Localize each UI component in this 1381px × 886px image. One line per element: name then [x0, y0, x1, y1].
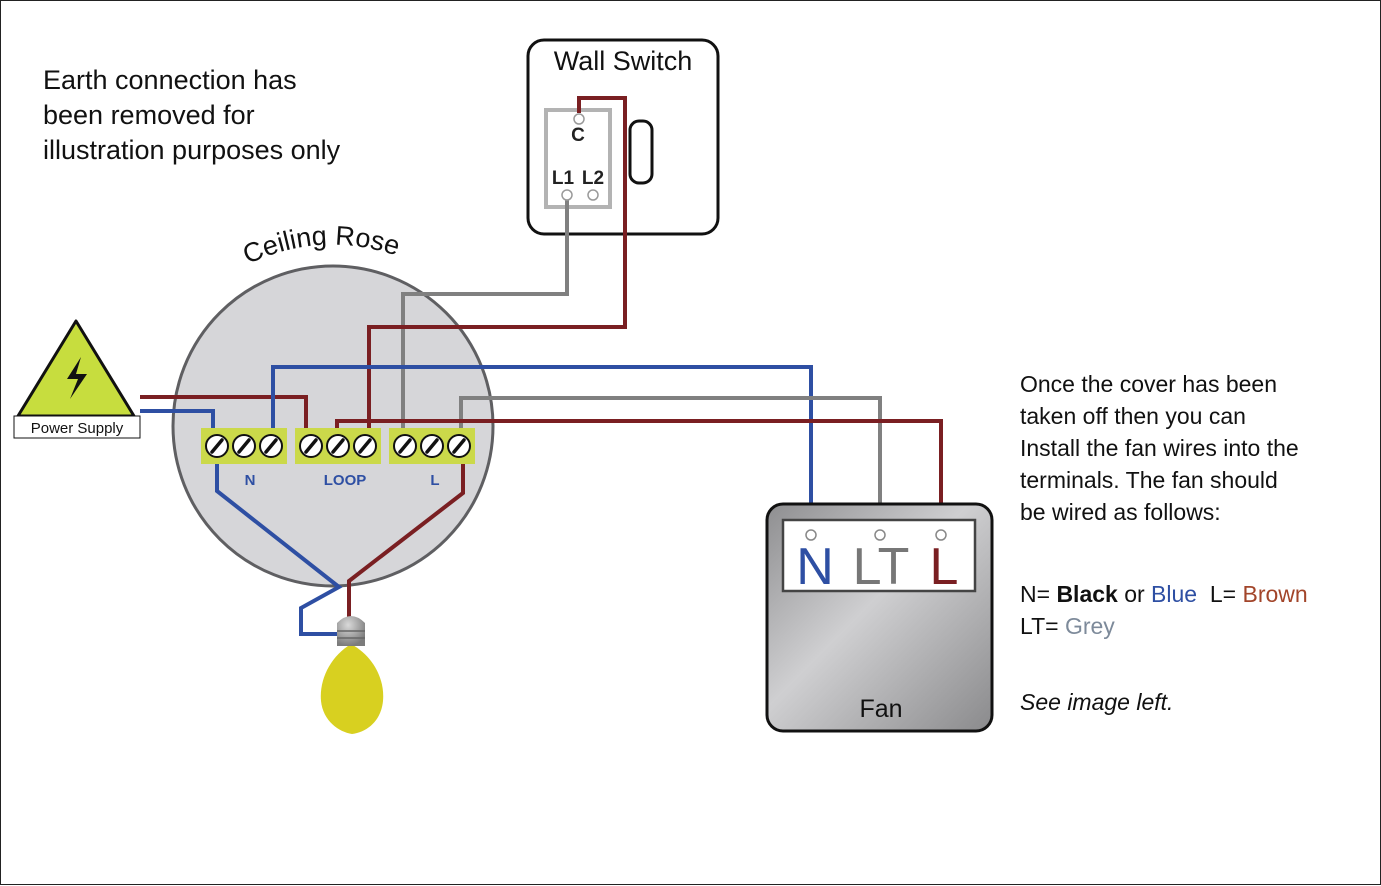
fan-terminal-points	[805, 529, 947, 541]
terminal-l2-point	[587, 189, 599, 201]
bulb-glass	[320, 644, 384, 734]
switch-terminal-c-label: C	[571, 125, 585, 146]
ceiling-rose-title: Ceiling Rose	[238, 221, 403, 270]
fan-terminal-n: N	[796, 538, 834, 596]
earth-note-line: Earth connection has	[43, 65, 297, 95]
wires	[140, 96, 943, 636]
see-image-note: See image left.	[1020, 689, 1174, 715]
light-bulb	[320, 616, 384, 734]
fan-terminal-l-point	[935, 529, 947, 541]
terminal-label-loop: LOOP	[324, 472, 367, 489]
legend-grey: Grey	[1064, 613, 1115, 639]
fan-terminal-lt-point	[874, 529, 886, 541]
terminal-l1-point	[561, 189, 573, 201]
legend-brown: Brown	[1242, 581, 1308, 607]
ceiling-rose-body	[171, 264, 495, 588]
switch-terminal-points	[561, 113, 599, 201]
earth-note-line: illustration purposes only	[43, 135, 341, 165]
legend-line-1: N= Black or Blue L= Brown	[1020, 578, 1380, 610]
earth-note-line: been removed for	[43, 100, 255, 130]
legend-lt-prefix: LT=	[1020, 613, 1059, 639]
power-supply: Power Supply	[13, 319, 141, 439]
fan-label: Fan	[859, 695, 902, 723]
install-note-line: taken off then you can	[1020, 403, 1246, 429]
install-instructions: Once the cover has been taken off then y…	[1020, 368, 1370, 528]
bulb-live-wire	[347, 461, 465, 619]
screw-slots	[210, 438, 466, 454]
lightning-bolt-icon	[67, 357, 87, 399]
install-note-line: Install the fan wires into the	[1020, 435, 1299, 461]
ceiling-rose: Ceiling Rose	[171, 221, 495, 588]
switch-terminal-l1-label: L1	[552, 168, 575, 189]
switch-terminal-l2-label: L2	[582, 168, 604, 189]
power-supply-label: Power Supply	[31, 420, 124, 437]
terminal-blocks: N LOOP L	[201, 428, 475, 489]
fan-neutral-wire	[271, 365, 813, 531]
switch-common-wire	[367, 96, 627, 441]
terminal-label-l: L	[430, 472, 439, 489]
supply-live-wire	[140, 395, 308, 441]
fan-terminal-lt: LT	[853, 538, 910, 596]
switch-rocker	[628, 119, 654, 185]
legend-or: or	[1124, 581, 1145, 607]
install-note-line: be wired as follows:	[1020, 499, 1221, 525]
terminal-c-point	[573, 113, 585, 125]
legend-l-prefix: L=	[1209, 581, 1237, 607]
wire-color-legend: N= Black or Blue L= Brown LT= Grey	[1020, 578, 1380, 642]
wall-switch-title: Wall Switch	[554, 46, 693, 76]
fan-terminal-l: L	[930, 538, 959, 596]
legend-blue: Blue	[1151, 581, 1198, 607]
bulb-cap-thread	[337, 630, 365, 639]
install-note-line: Once the cover has been	[1020, 371, 1277, 397]
power-supply-label-box	[13, 415, 141, 439]
legend-n-prefix: N=	[1020, 581, 1051, 607]
terminal-label-n: N	[245, 472, 256, 489]
fan: N LT L Fan	[765, 502, 994, 733]
fan-terminal-n-point	[805, 529, 817, 541]
install-note-line: terminals. The fan should	[1020, 467, 1278, 493]
legend-line-2: LT= Grey	[1020, 610, 1380, 642]
earth-connection-note: Earth connection has been removed for il…	[43, 63, 403, 168]
bulb-neutral-wire	[215, 461, 343, 636]
legend-black: Black	[1056, 581, 1118, 607]
